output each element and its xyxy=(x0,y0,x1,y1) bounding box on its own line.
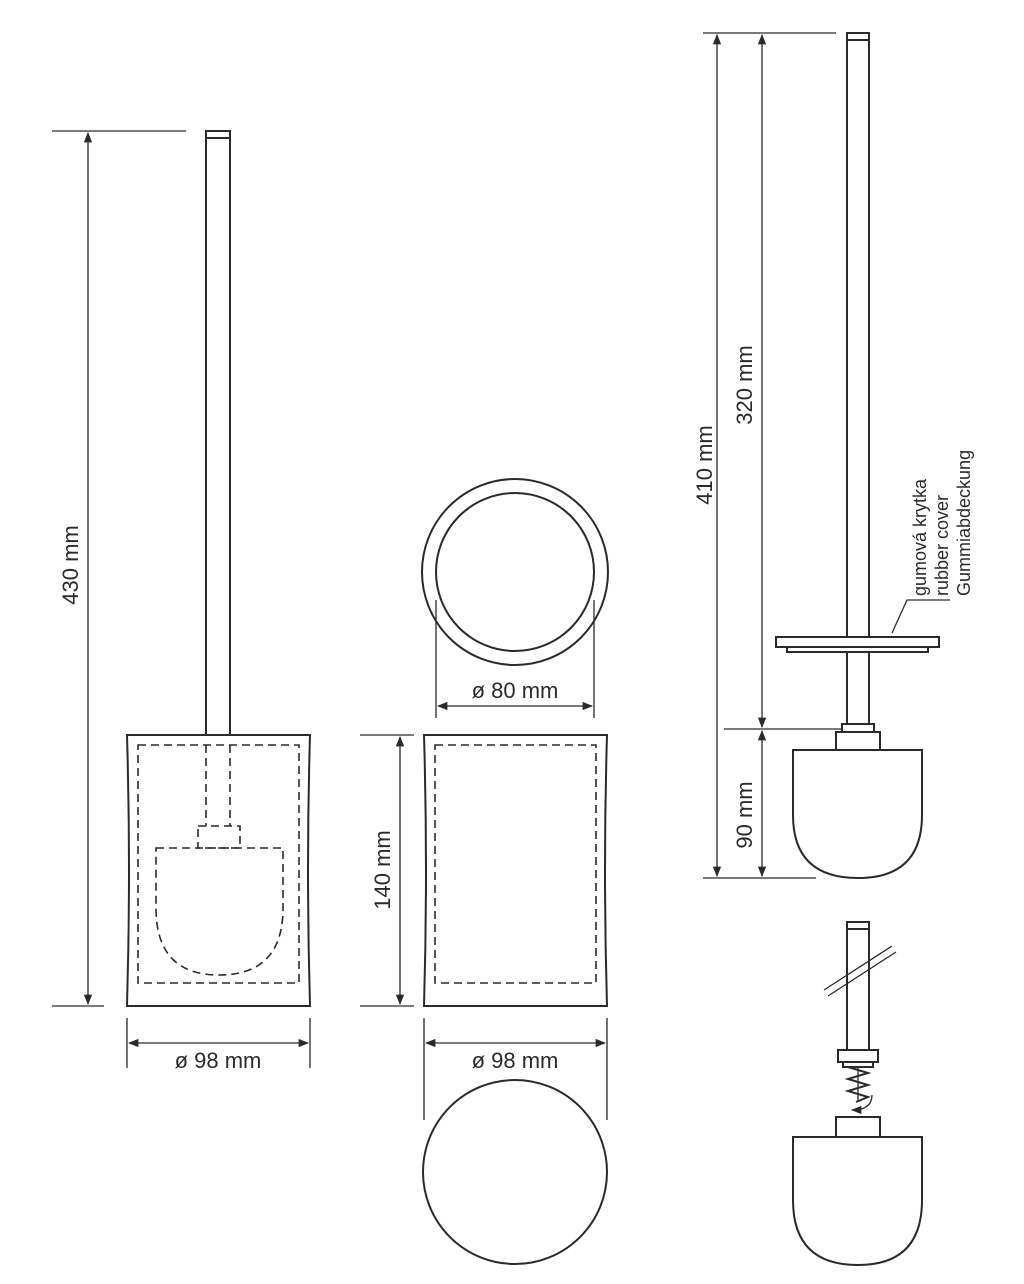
detail-handle xyxy=(846,921,870,1051)
detail-brush-head xyxy=(792,1136,923,1267)
dimension-410mm: 410 mm xyxy=(692,425,717,504)
callout-line-cs: gumová krytka xyxy=(910,478,930,596)
top-view-inner-ring xyxy=(435,492,595,652)
rubber-cover-callout: gumová krytka rubber cover Gummiabdeckun… xyxy=(910,450,974,596)
assembly-detail-view xyxy=(792,921,923,1267)
side-view-hidden-inner xyxy=(434,744,597,984)
side-view-body xyxy=(422,734,609,1007)
dimension-diameter-98mm-front: ø 98 mm xyxy=(175,1048,262,1073)
brush-handle xyxy=(846,32,870,639)
hidden-brush-head xyxy=(155,847,284,976)
dimension-140mm: 140 mm xyxy=(370,830,395,909)
hidden-inner-container xyxy=(137,744,300,984)
brush-view: 410 mm 320 mm 90 mm gumová krytka rubber… xyxy=(692,32,974,880)
container-body xyxy=(125,734,312,1007)
screw-thread-icon xyxy=(844,1066,872,1103)
brush-collar xyxy=(841,723,875,733)
detail-socket xyxy=(835,1116,881,1138)
dimension-320mm: 320 mm xyxy=(732,345,757,424)
callout-line-en: rubber cover xyxy=(932,495,952,596)
callout-line-de: Gummiabdeckung xyxy=(954,450,974,596)
dimension-90mm: 90 mm xyxy=(732,781,757,848)
handle xyxy=(205,130,231,736)
dimension-diameter-80mm: ø 80 mm xyxy=(472,678,559,703)
brush-head xyxy=(792,749,923,880)
dimension-430mm: 430 mm xyxy=(58,525,83,604)
rubber-cover xyxy=(775,636,940,648)
assembled-view: 430 mm ø 98 mm xyxy=(52,130,312,1073)
bottom-view-circle xyxy=(422,1079,608,1265)
dimension-diameter-98mm-side: ø 98 mm xyxy=(472,1048,559,1073)
top-view-outer-ring xyxy=(421,478,609,666)
container-views: ø 80 mm 140 mm ø 98 mm xyxy=(360,478,609,1265)
rotation-arrow-icon xyxy=(850,1094,873,1115)
detail-coupling xyxy=(837,1049,879,1063)
